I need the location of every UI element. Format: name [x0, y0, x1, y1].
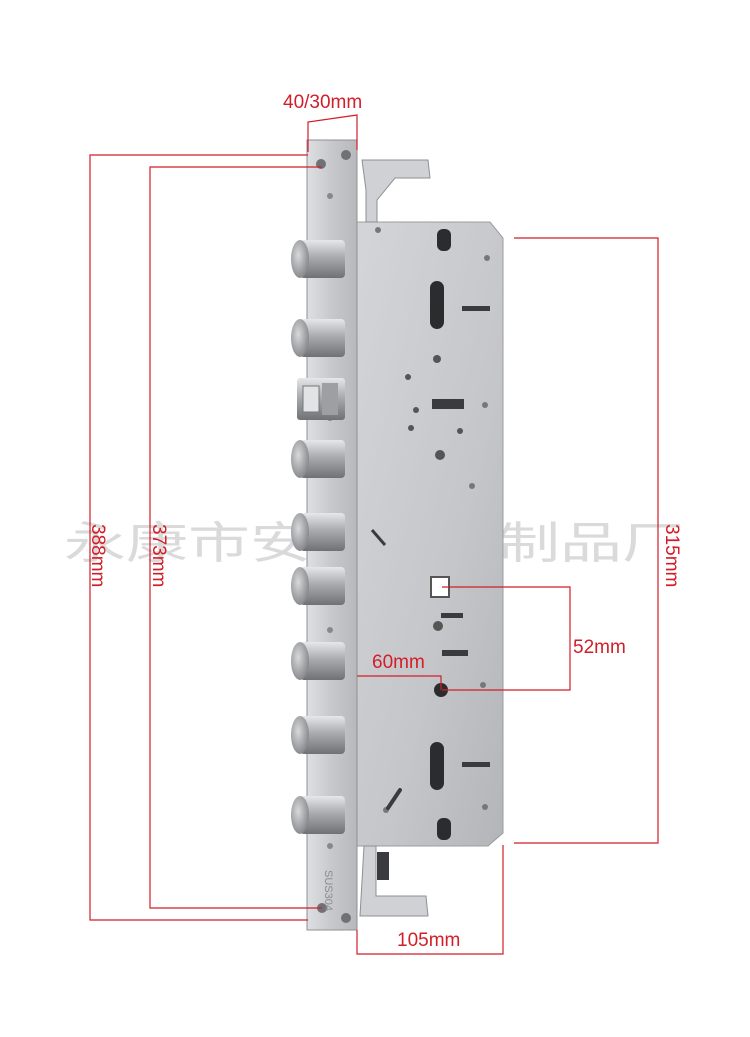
bolt	[291, 716, 345, 754]
plate-stamp: SUS304	[322, 870, 334, 911]
total-height-label: 388mm	[87, 524, 108, 587]
hole-spacing-label: 373mm	[148, 524, 169, 587]
bolt	[291, 513, 345, 551]
top-width-label: 40/30mm	[283, 92, 362, 113]
bolts	[291, 240, 345, 834]
body-height-label: 315mm	[661, 524, 682, 587]
backset-label: 60mm	[372, 652, 425, 673]
bolt	[291, 240, 345, 278]
bolt	[291, 567, 345, 605]
lock-case	[356, 159, 504, 917]
bolt	[291, 796, 345, 834]
body-width-label: 105mm	[397, 930, 460, 951]
bolt	[291, 642, 345, 680]
dimension-lines	[89, 114, 659, 955]
bolt	[291, 440, 345, 478]
center-distance-label: 52mm	[573, 637, 626, 658]
bolt	[291, 319, 345, 357]
latch-bolt	[297, 378, 345, 420]
